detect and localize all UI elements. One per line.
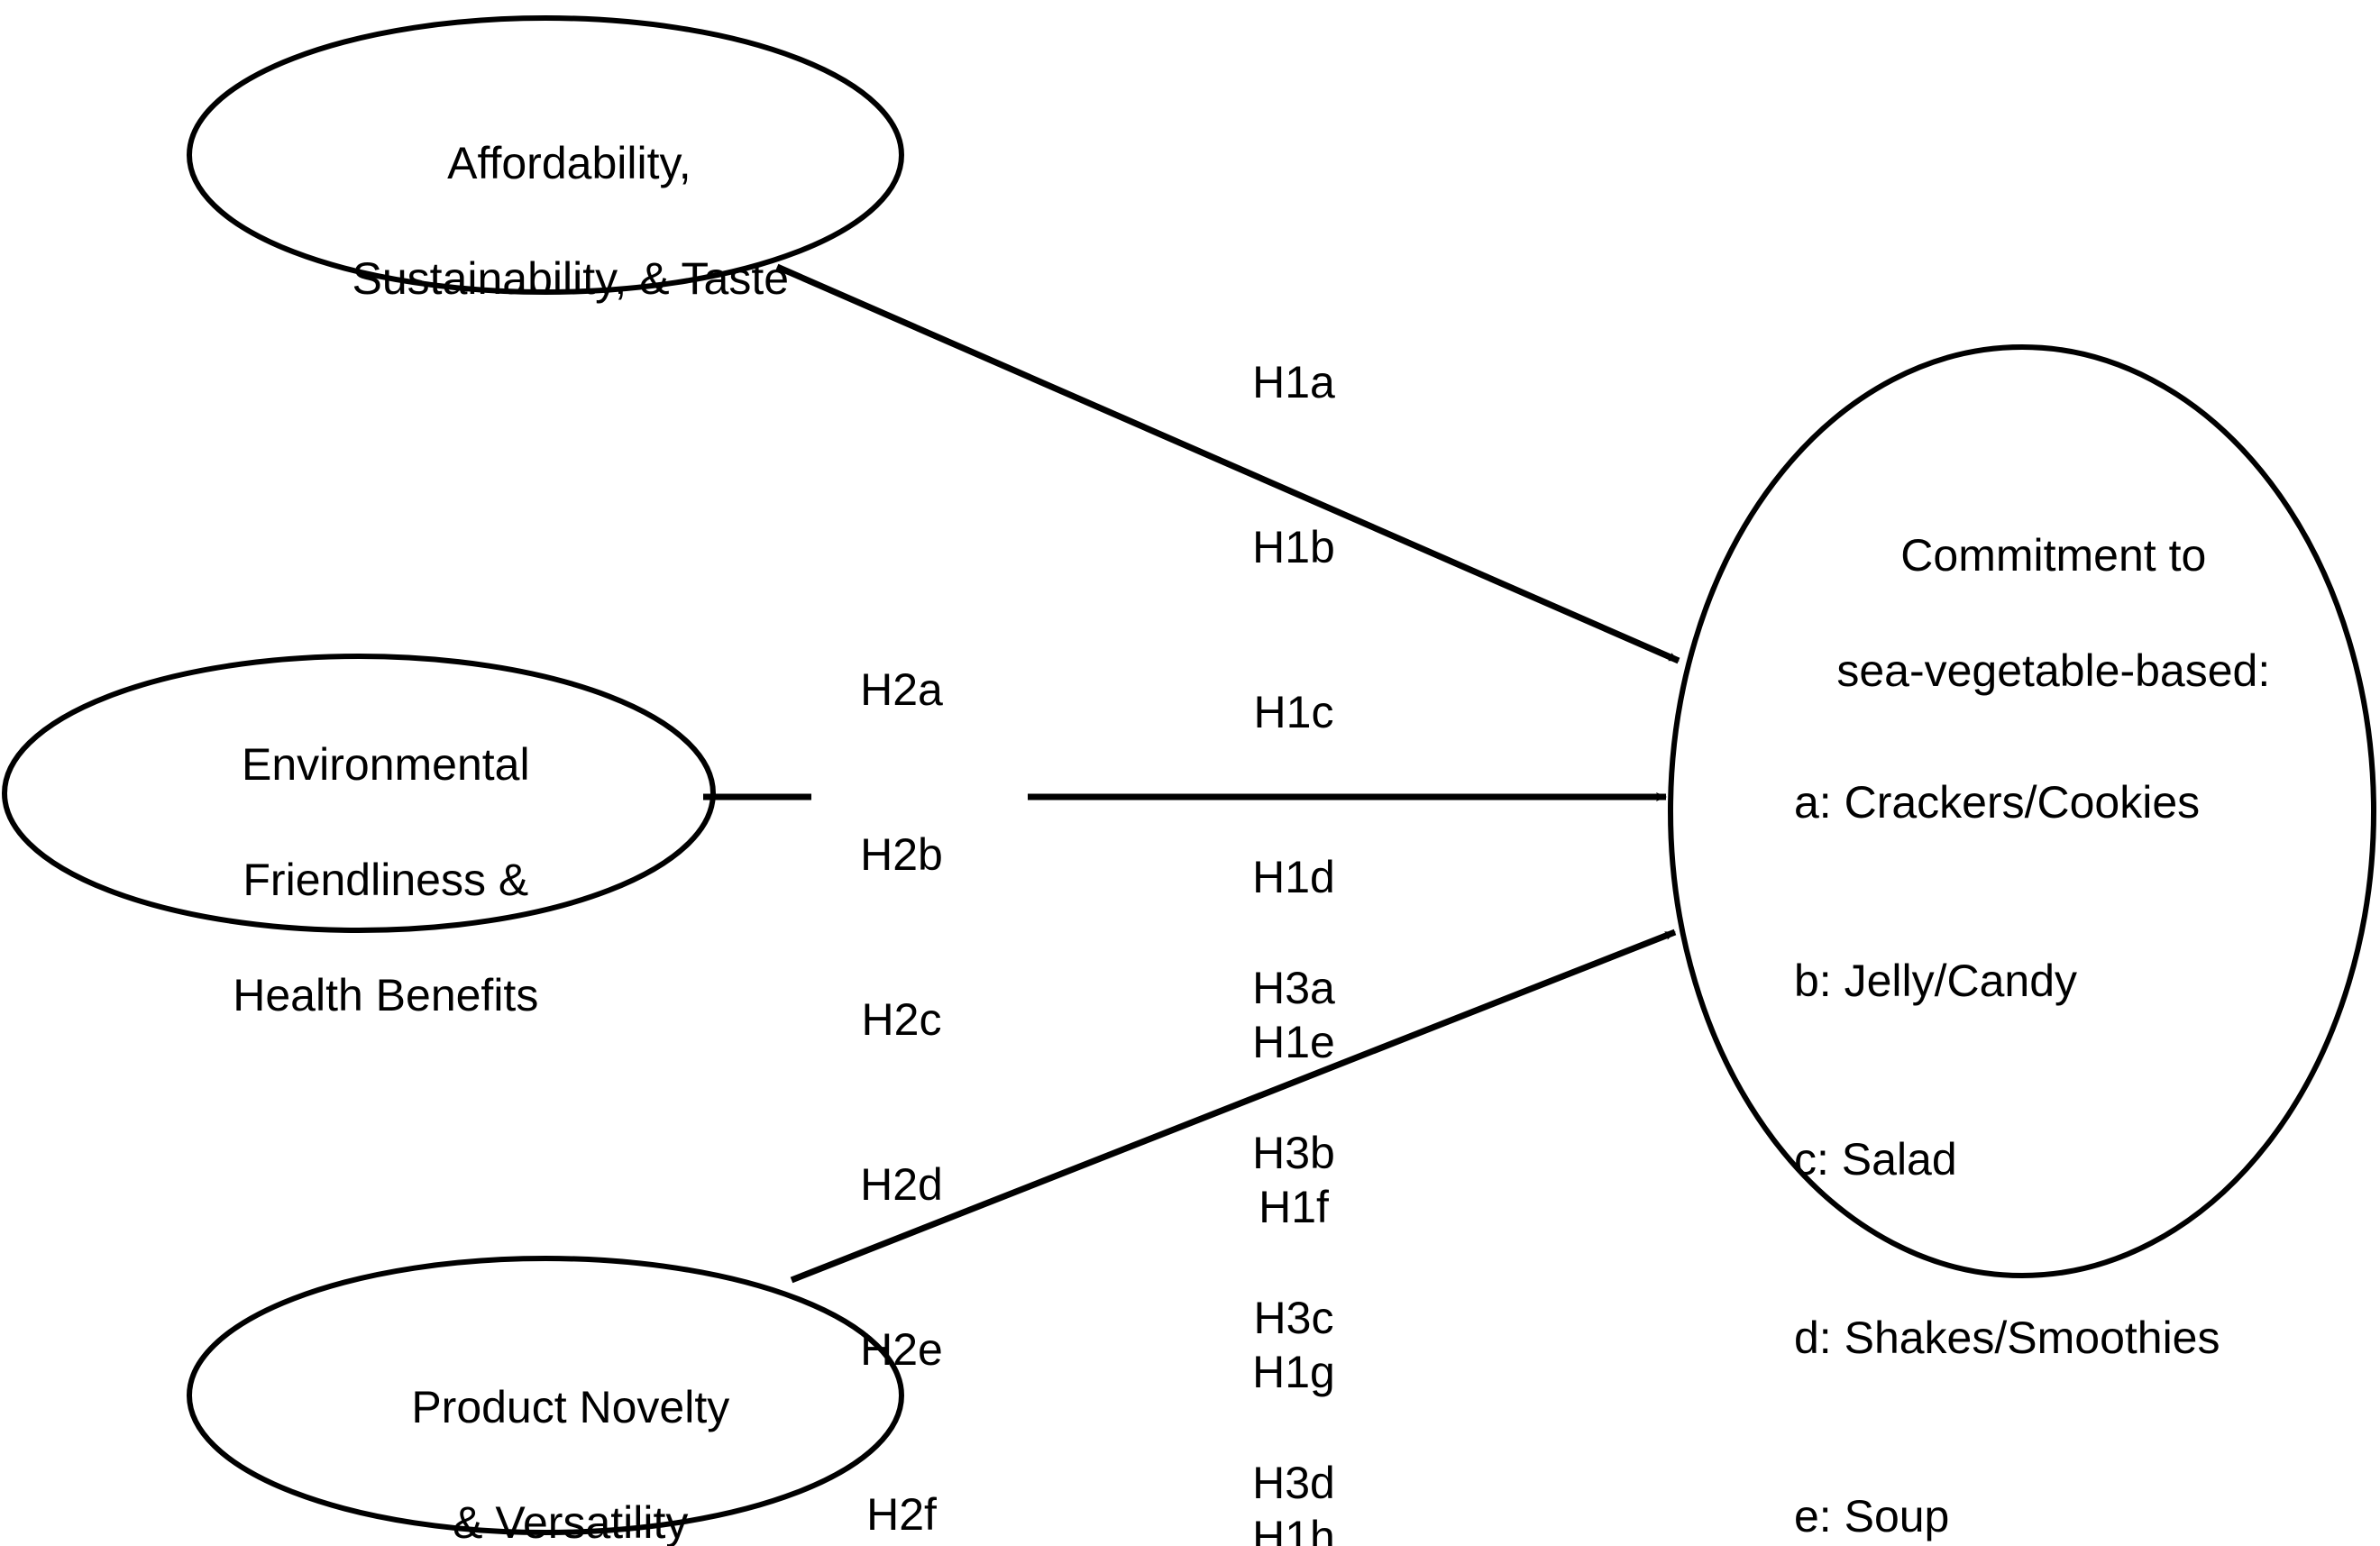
ellipse-affordability-line-2: Sustainability, & Taste (352, 253, 790, 304)
ellipse-environmental-line-1: Environmental (241, 739, 530, 790)
hypothesis-label-h2b: H2b (860, 829, 943, 880)
hypothesis-label-h2c: H2c (861, 994, 942, 1045)
hypothesis-label-h3d: H3d (1252, 1458, 1335, 1508)
hypothesis-label-h1d: H1d (1252, 852, 1335, 902)
ellipse-affordability[interactable] (187, 15, 904, 295)
hypothesis-label-h1g: H1g (1252, 1347, 1335, 1397)
arrow-h3[interactable] (790, 929, 1677, 1284)
ellipse-affordability-line-1: Affordability, (447, 138, 691, 188)
ellipse-novelty-line-2: & Versatility (453, 1497, 689, 1546)
ellipse-commitment-heading: Commitment to sea-vegetable-based: (1686, 469, 2371, 757)
ellipse-commitment[interactable] (1668, 344, 2376, 1278)
ellipse-affordability-label: Affordability, Sustainability, & Taste (189, 77, 902, 365)
hypothesis-column-h1: H1a H1b H1c H1d H1e H1f H1g H1h (1145, 245, 1442, 1546)
ellipse-environmental-line-2: Friendliness & (243, 855, 529, 905)
hypothesis-label-h2f: H2f (866, 1489, 937, 1540)
ellipse-novelty-line-1: Product Novelty (411, 1382, 730, 1432)
hypothesis-label-h2d: H2d (860, 1159, 943, 1210)
hypothesis-label-h1h: H1h (1252, 1512, 1335, 1546)
hypothesis-label-h1a: H1a (1252, 357, 1335, 407)
hypothesis-label-h3c: H3c (1253, 1293, 1334, 1343)
ellipse-environmental-line-3: Health Benefits (233, 970, 539, 1020)
list-item: e: Soup (1794, 1491, 1950, 1541)
ellipse-novelty-label: Product Novelty & Versatility (189, 1321, 902, 1546)
hypothesis-label-h3a: H3a (1252, 963, 1335, 1013)
commitment-heading-line-1: Commitment to (1900, 530, 2207, 581)
hypothesis-label-h1b: H1b (1252, 522, 1335, 572)
list-item: a: Crackers/Cookies (1794, 777, 2201, 828)
ellipse-environmental-label: Environmental Friendliness & Health Bene… (5, 678, 717, 1082)
hypothesis-column-h2: H2a H2b H2c H2d H2e H2f H2g H2h (753, 553, 1050, 1546)
hypothesis-column-h3: H3a H3b H3c H3d H3e H3f H3g H3h (1145, 851, 1442, 1546)
commitment-heading-line-2: sea-vegetable-based: (1836, 645, 2271, 696)
list-item: b: Jelly/Candy (1794, 956, 2078, 1006)
arrow-h1[interactable] (775, 263, 1680, 664)
commitment-product-list: a: Crackers/Cookies b: Jelly/Candy c: Sa… (1794, 654, 2371, 1546)
list-item: c: Salad (1794, 1134, 1957, 1185)
hypothesis-label-h1c: H1c (1253, 687, 1334, 737)
hypothesis-label-h1e: H1e (1252, 1017, 1335, 1067)
hypothesis-label-h2a: H2a (860, 664, 943, 715)
hypothesis-label-h2e: H2e (860, 1324, 943, 1375)
ellipse-novelty[interactable] (187, 1256, 904, 1535)
hypothesis-label-h1f: H1f (1259, 1182, 1329, 1232)
list-item: d: Shakes/Smoothies (1794, 1313, 2220, 1363)
hypothesis-label-h3b: H3b (1252, 1128, 1335, 1178)
ellipse-environmental[interactable] (2, 654, 716, 933)
